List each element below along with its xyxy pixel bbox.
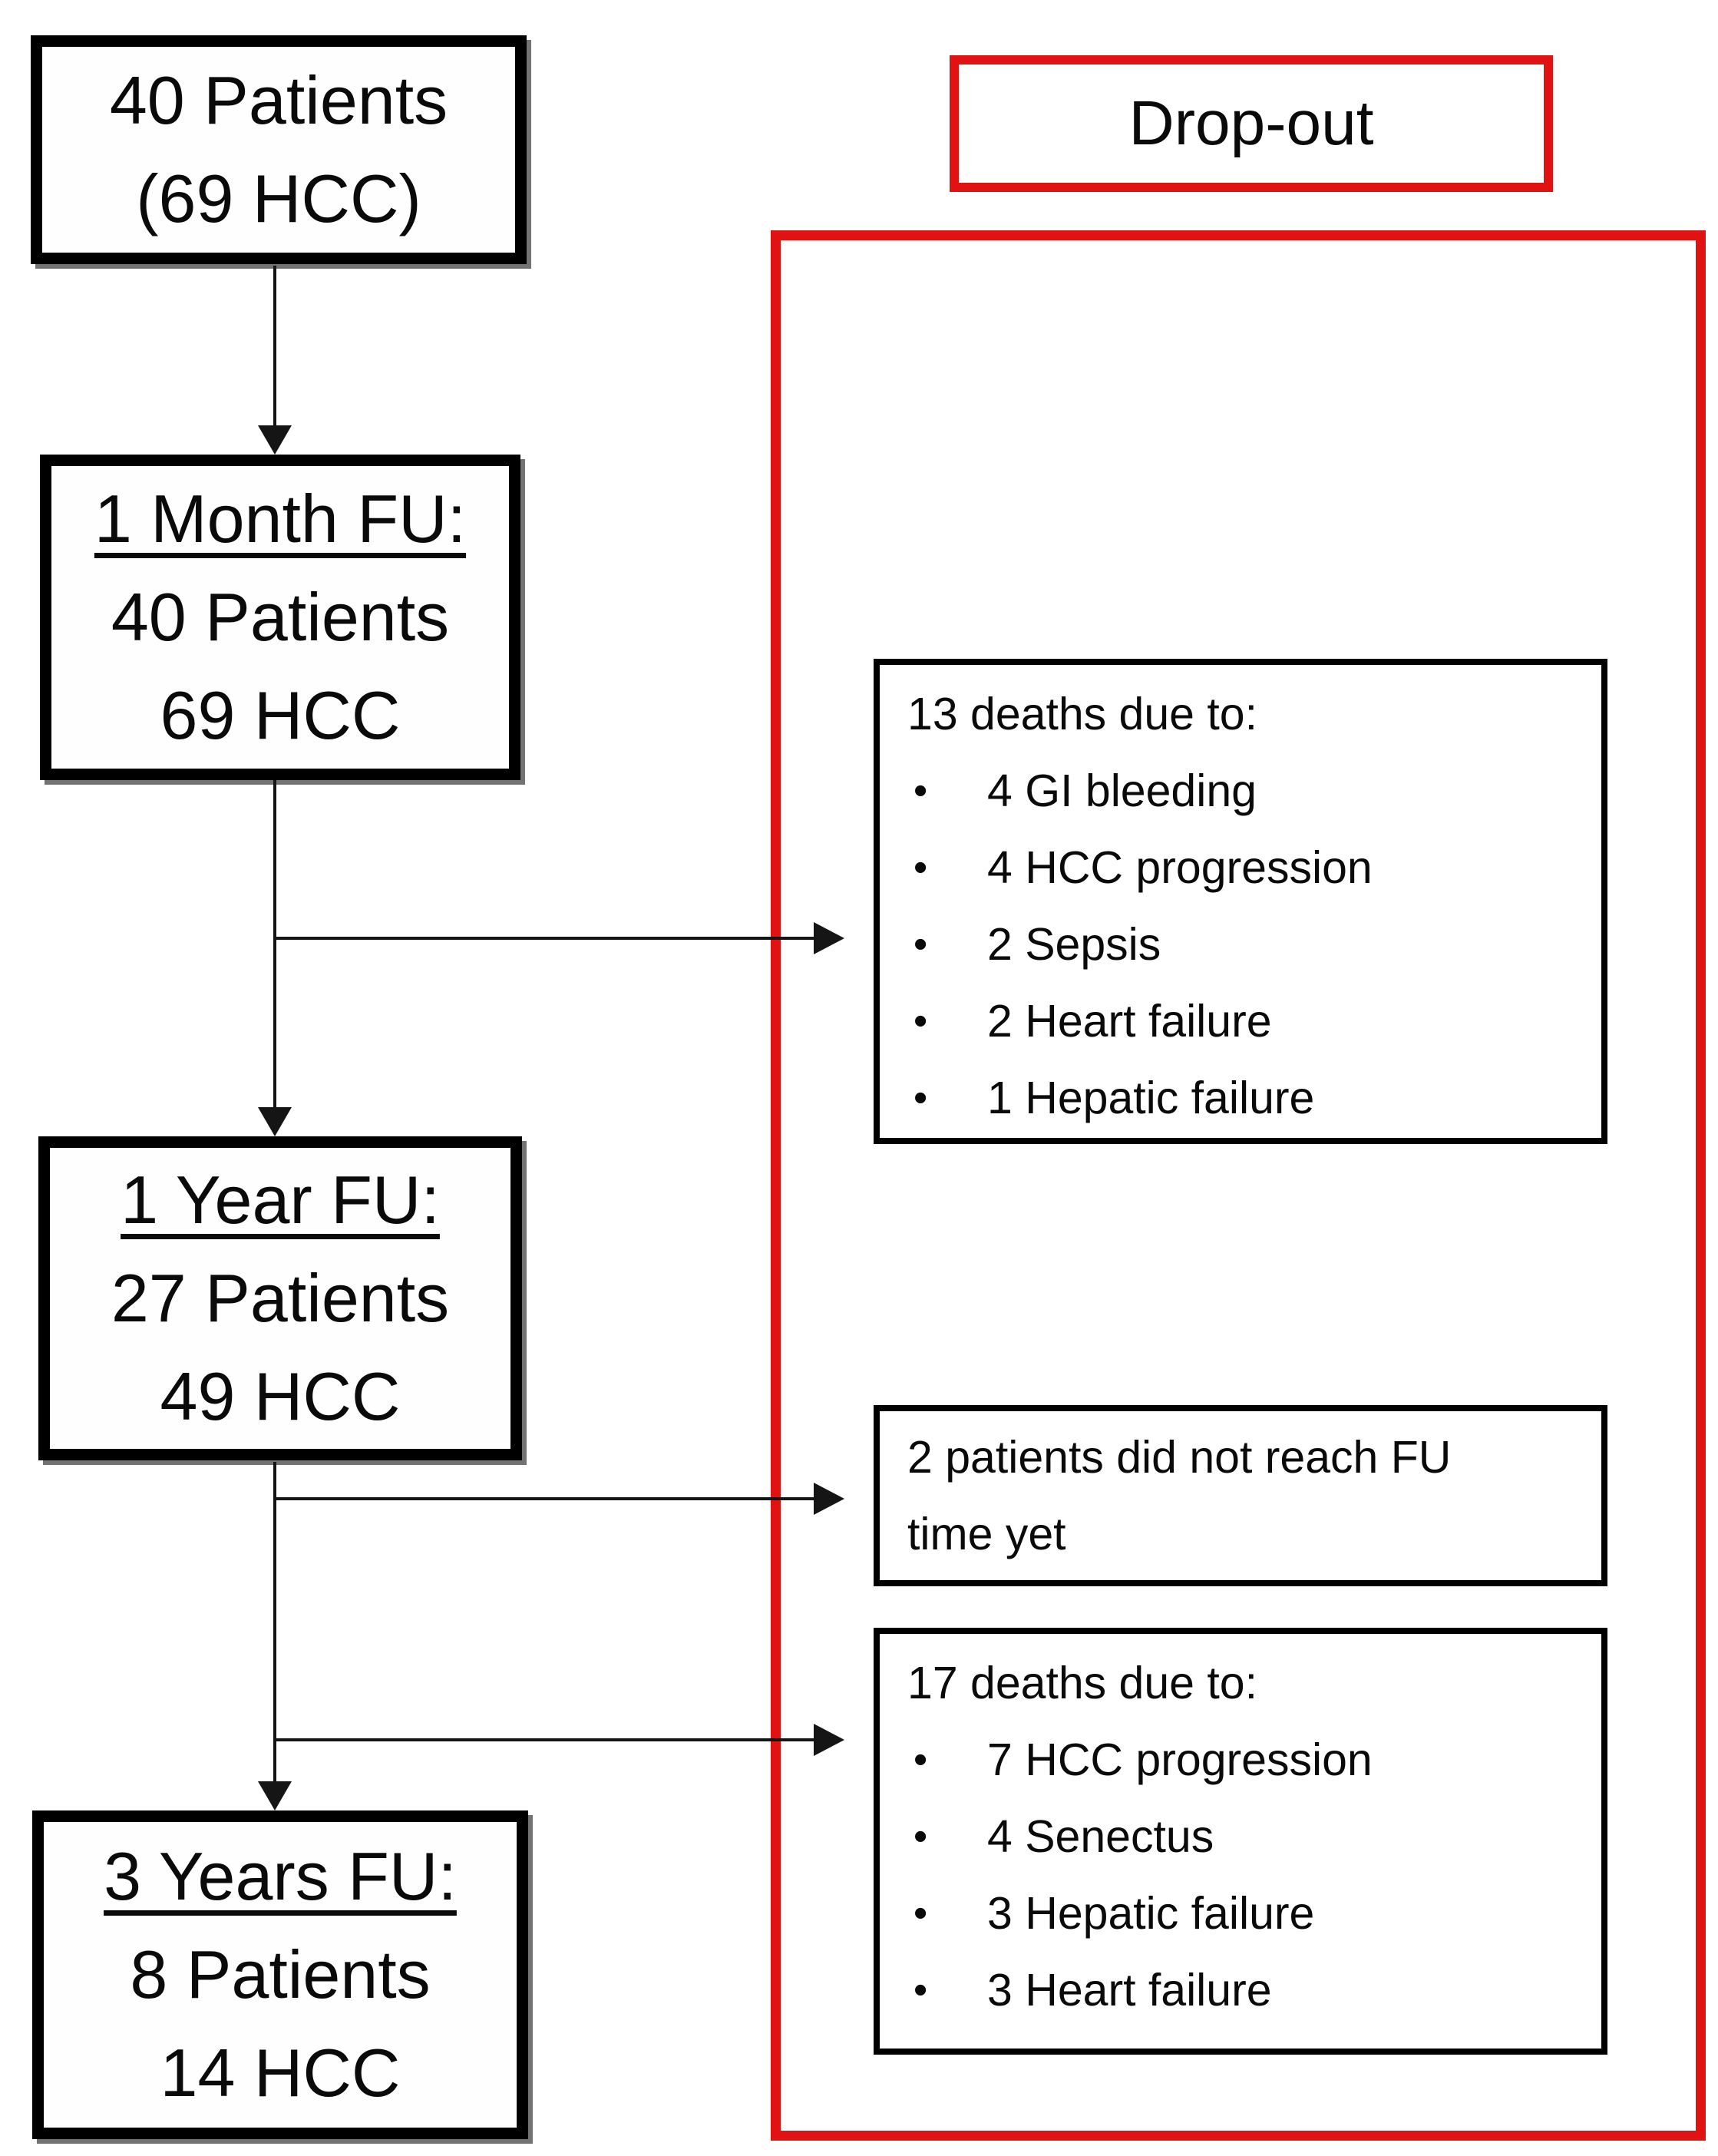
arrow-shaft [275,1497,818,1500]
death-cause-text: 3 Heart failure [987,1965,1272,2015]
down-arrow-icon [258,780,292,1136]
deaths-1month-list: • 4 GI bleeding • 4 HCC progression • 2 … [880,752,1601,1136]
death-cause-text: 2 Sepsis [987,919,1161,970]
flow-box-3years-fu: 3 Years FU: 8 Patients 14 HCC [32,1810,528,2139]
bullet-marker: • [914,845,928,890]
death-cause-item: • 2 Heart failure [880,983,1601,1060]
not-reached-fu-line1: 2 patients did not reach FU [907,1432,1452,1483]
death-cause-item: • 4 GI bleeding [880,752,1601,829]
fu-3years-hcc-text: 14 HCC [160,2035,401,2111]
initial-patients-text: 40 Patients [109,62,448,138]
death-cause-text: 4 GI bleeding [987,766,1257,816]
dropout-title-box: Drop-out [950,55,1553,192]
bullet-marker: • [914,1968,928,2012]
death-cause-text: 7 HCC progression [987,1734,1373,1785]
bullet-marker: • [914,1738,928,1782]
right-arrow-icon [275,921,844,955]
flow-box-1month-fu: 1 Month FU: 40 Patients 69 HCC [40,455,520,780]
deaths-1month-box: 13 deaths due to: • 4 GI bleeding • 4 HC… [874,659,1607,1144]
arrow-shaft [275,1738,818,1741]
arrowhead-down-icon [258,1781,292,1810]
death-cause-item: • 1 Hepatic failure [880,1060,1601,1136]
death-cause-item: • 7 HCC progression [880,1721,1601,1798]
bullet-marker: • [914,1076,928,1120]
fu-1month-patients-text: 40 Patients [111,579,450,655]
fu-3years-patients-text: 8 Patients [130,1936,431,2012]
right-arrow-icon [275,1723,844,1757]
deaths-3years-box: 17 deaths due to: • 7 HCC progression • … [874,1628,1607,2055]
fu-3years-title: 3 Years FU: [104,1838,457,1914]
arrowhead-down-icon [258,425,292,455]
dropout-title-label: Drop-out [1128,88,1374,158]
death-cause-text: 1 Hepatic failure [987,1073,1315,1123]
death-cause-text: 3 Hepatic failure [987,1888,1315,1939]
bullet-marker: • [914,999,928,1043]
flow-box-1year-fu: 1 Year FU: 27 Patients 49 HCC [38,1136,522,1460]
fu-1year-title: 1 Year FU: [121,1162,440,1238]
deaths-3years-list: • 7 HCC progression • 4 Senectus • 3 Hep… [880,1721,1601,2029]
fu-1year-patients-text: 27 Patients [111,1260,450,1336]
arrow-shaft [273,780,276,1112]
death-cause-item: • 4 Senectus [880,1798,1601,1875]
fu-1year-hcc-text: 49 HCC [160,1358,401,1434]
initial-hcc-text: (69 HCC) [136,160,421,236]
arrowhead-down-icon [258,1107,292,1136]
fu-1month-hcc-text: 69 HCC [160,677,401,753]
deaths-3years-heading: 17 deaths due to: [907,1658,1257,1708]
death-cause-item: • 2 Sepsis [880,906,1601,983]
bullet-marker: • [914,1891,928,1936]
arrow-shaft [273,1462,276,1786]
arrowhead-right-icon [814,1483,844,1515]
fu-1month-title: 1 Month FU: [94,481,467,557]
arrowhead-right-icon [814,922,844,954]
death-cause-item: • 3 Hepatic failure [880,1875,1601,1952]
right-arrow-icon [275,1482,844,1516]
bullet-marker: • [914,922,928,967]
bullet-marker: • [914,769,928,813]
death-cause-text: 4 HCC progression [987,842,1373,893]
arrowhead-right-icon [814,1724,844,1756]
arrow-shaft [273,266,276,430]
death-cause-item: • 4 HCC progression [880,829,1601,906]
down-arrow-icon [258,266,292,455]
dropout-region-box [771,230,1706,2141]
death-cause-text: 2 Heart failure [987,996,1272,1047]
bullet-marker: • [914,1814,928,1859]
arrow-shaft [275,937,818,940]
flow-box-initial: 40 Patients (69 HCC) [31,35,527,264]
death-cause-text: 4 Senectus [987,1811,1214,1862]
not-reached-fu-line2: time yet [907,1509,1066,1559]
deaths-1month-heading: 13 deaths due to: [907,689,1257,739]
not-reached-fu-box: 2 patients did not reach FU time yet [874,1405,1607,1586]
down-arrow-icon [258,1462,292,1810]
death-cause-item: • 3 Heart failure [880,1952,1601,2029]
